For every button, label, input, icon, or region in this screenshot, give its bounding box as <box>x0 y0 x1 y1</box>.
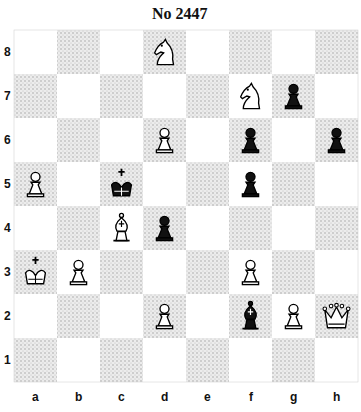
rank-label: 7 <box>4 90 11 102</box>
rank-label: 2 <box>4 310 11 322</box>
diagram-title: No 2447 <box>152 6 208 22</box>
rank-label: 3 <box>4 266 11 278</box>
rank-label: 8 <box>4 46 11 58</box>
file-label: g <box>290 391 297 403</box>
file-label: e <box>204 391 211 403</box>
rank-label: 1 <box>4 354 11 366</box>
file-label: h <box>333 391 340 403</box>
file-label: d <box>161 391 168 403</box>
file-label: c <box>118 391 125 403</box>
rank-label: 4 <box>4 222 11 234</box>
rank-label: 6 <box>4 134 11 146</box>
file-label: f <box>249 391 253 403</box>
file-label: b <box>75 391 82 403</box>
file-label: a <box>32 391 39 403</box>
rank-label: 5 <box>4 178 11 190</box>
